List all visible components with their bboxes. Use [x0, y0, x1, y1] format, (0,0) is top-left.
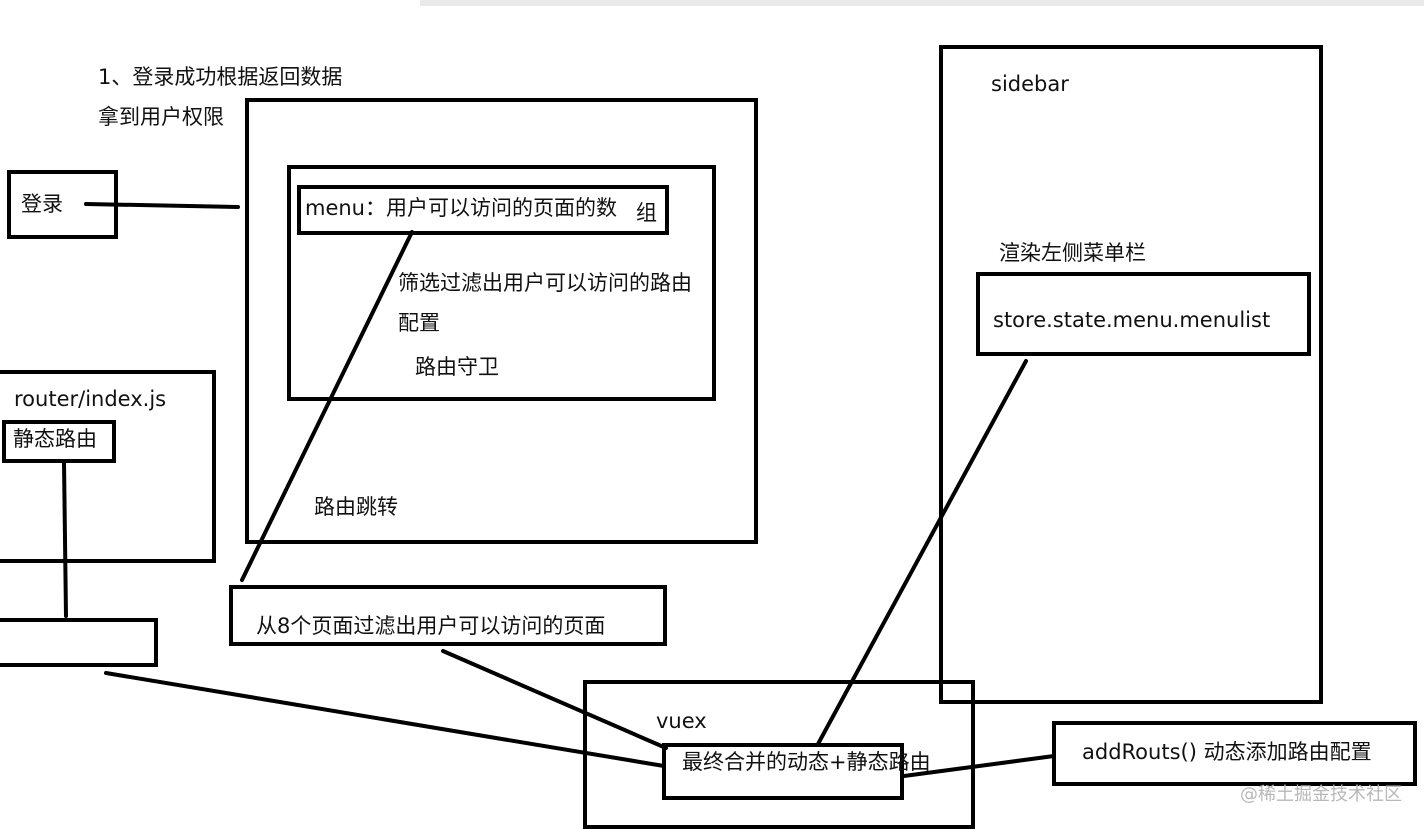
menu-box [297, 185, 669, 235]
vuex-to-addroutes-line [902, 754, 1056, 778]
menu-to-filter-line [240, 230, 414, 582]
static-routes-label: 静态路由 [13, 427, 97, 451]
router-file-label: router/index.js [14, 387, 167, 411]
addroutes-label: addRouts() 动态添加路由配置 [1082, 740, 1372, 764]
router-file-box [0, 370, 216, 563]
login-label: 登录 [21, 192, 63, 216]
vuex-box [583, 680, 975, 829]
filter-pages-label: 从8个页面过滤出用户可以访问的页面 [256, 614, 606, 638]
route-guard-box [287, 165, 716, 401]
static-routes-box [2, 420, 116, 463]
login-box [7, 170, 118, 239]
permission-outer-box [245, 98, 758, 544]
merged-routes-label: 最终合并的动态+静态路由 [682, 750, 931, 774]
sidebar-label: sidebar [991, 72, 1069, 96]
route-guard-label: 路由守卫 [415, 355, 499, 379]
filter-routes-line-1: 筛选过滤出用户可以访问的路由 [398, 271, 692, 295]
addroutes-box [1052, 721, 1417, 786]
static-to-vuex-line [104, 671, 666, 768]
sidebar-box [939, 45, 1323, 704]
static-route-drop [62, 460, 68, 618]
login-connector [84, 202, 240, 209]
top-strip [420, 0, 1424, 6]
store-path-label: store.state.menu.menulist [993, 308, 1271, 332]
render-menu-label: 渲染左侧菜单栏 [999, 241, 1146, 265]
route-jump-label: 路由跳转 [314, 495, 398, 519]
watermark: @稀土掘金技术社区 [1240, 784, 1402, 805]
filter-routes-line-2: 配置 [398, 311, 440, 335]
menu-label: menu：用户可以访问的页面的数 [305, 196, 617, 220]
intro-line-2: 拿到用户权限 [98, 105, 224, 129]
merged-routes-box [662, 743, 904, 800]
vuex-label: vuex [656, 709, 707, 733]
menu-label-suffix: 组 [636, 201, 657, 225]
filter-to-vuex-line [441, 649, 668, 750]
store-box [976, 272, 1311, 356]
filter-pages-box [229, 585, 667, 646]
routes-list-box [0, 618, 158, 667]
intro-line-1: 1、登录成功根据返回数据 [98, 65, 343, 89]
